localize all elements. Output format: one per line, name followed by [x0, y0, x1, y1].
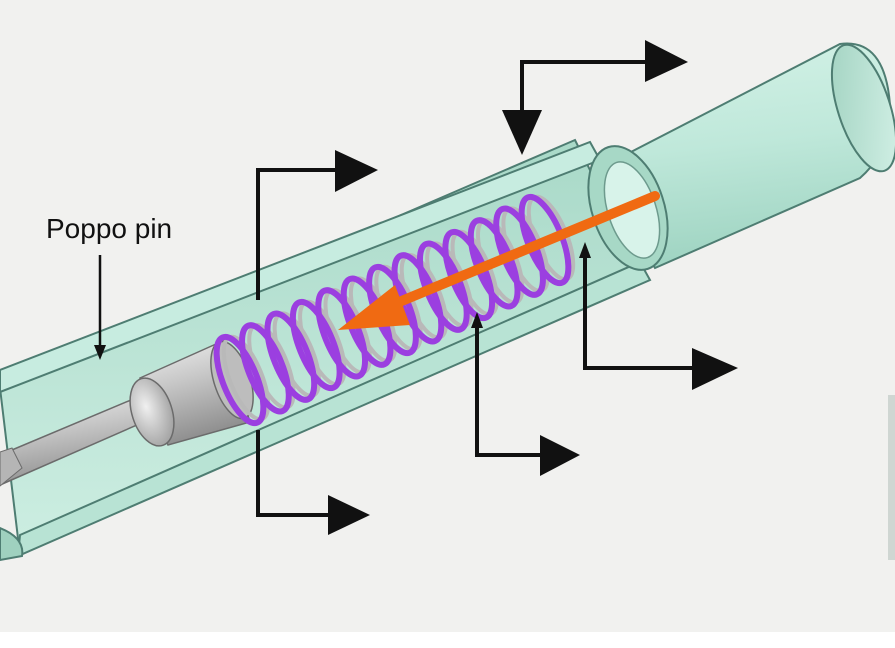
callout-left-lower-line — [256, 430, 330, 517]
spring-coil — [239, 322, 292, 415]
callout-center-line — [475, 318, 545, 457]
callout-center-up-head — [471, 312, 483, 328]
tube-left-end — [0, 526, 24, 562]
callout-right-up-head — [579, 242, 591, 258]
pin-body-face — [129, 377, 175, 447]
force-arrow — [338, 191, 660, 330]
tube-end-cap — [830, 43, 895, 173]
callout-right-head — [692, 348, 738, 390]
bottom-margin — [0, 632, 895, 648]
right-edge-strip — [888, 395, 895, 560]
force-arrow-head — [338, 285, 410, 330]
callout-arrowheads — [94, 40, 738, 535]
pin-tip — [0, 447, 23, 487]
callout-left-upper-head — [335, 150, 378, 192]
callout-center-head — [540, 435, 580, 476]
spring-coil — [264, 310, 318, 403]
callout-top-down-head — [502, 110, 542, 155]
spring-coil — [213, 333, 267, 427]
callout-top-right-line — [520, 60, 650, 120]
force-arrow-shaft — [375, 191, 660, 315]
callout-top-right-head — [645, 40, 688, 82]
poppo-pin-label: Poppo pin — [46, 213, 172, 244]
poppo-pin — [0, 338, 254, 487]
poppo-pin-leader-head — [94, 345, 106, 360]
callouts — [98, 60, 695, 517]
callout-right-line — [583, 250, 695, 370]
spring-coil — [289, 298, 343, 392]
callout-left-lower-head — [328, 495, 370, 535]
callout-left-upper-line — [256, 168, 340, 300]
